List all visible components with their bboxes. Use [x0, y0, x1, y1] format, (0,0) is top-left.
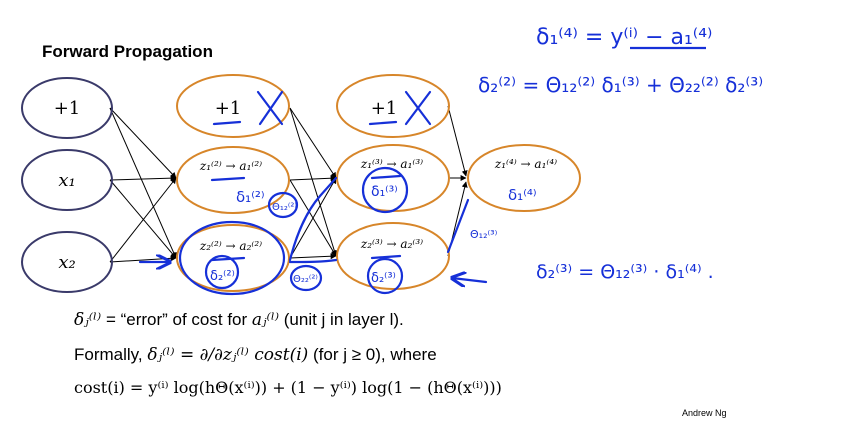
hw-circle-delta-3-1 [361, 166, 409, 214]
hw-circle-theta-2-12 [267, 191, 299, 219]
formally-line: Formally, δⱼ⁽ˡ⁾ = ∂/∂zⱼ⁽ˡ⁾ cost(i) (for … [74, 345, 437, 365]
delta-symbol: δⱼ⁽ˡ⁾ [74, 310, 102, 330]
hw-circle-theta-2-22 [289, 264, 323, 292]
handwritten-annotations [138, 90, 488, 296]
hw-theta-2-12: Θ₁₂⁽²⁾ [272, 202, 297, 213]
bias-2-label: +1 [215, 98, 242, 119]
x1-label: x₁ [58, 170, 75, 191]
delta-definition-line: δⱼ⁽ˡ⁾ = “error” of cost for aⱼ⁽ˡ⁾ (unit … [74, 310, 404, 330]
unit-4-1-label: z₁⁽⁴⁾ → a₁⁽⁴⁾ [494, 157, 557, 171]
delta-def-tail: (unit j in layer l). [283, 310, 404, 329]
hw-delta-4-1: δ₁⁽⁴⁾ [508, 186, 537, 204]
node-a3-2 [336, 222, 450, 290]
hw-delta-3-1: δ₁⁽³⁾ [371, 184, 398, 200]
layer4: z₁⁽⁴⁾ → a₁⁽⁴⁾ [467, 144, 581, 212]
hw-delta-output: δ₁⁽⁴⁾ = y⁽ⁱ⁾ − a₁⁽⁴⁾ [536, 25, 712, 50]
footer-credit: Andrew Ng [682, 408, 727, 418]
node-x2 [21, 231, 113, 293]
hw-link-a4-a3 [446, 198, 470, 254]
hw-link-up [288, 176, 338, 262]
formally-math: δⱼ⁽ˡ⁾ = ∂/∂zⱼ⁽ˡ⁾ cost(i) [147, 345, 309, 365]
layer1: +1 x₁ x₂ [21, 77, 113, 293]
hw-circle-delta-2-2 [204, 254, 240, 290]
node-a2-1 [176, 146, 290, 214]
node-a3-1 [336, 144, 450, 212]
delta-def-unit: aⱼ⁽ˡ⁾ [251, 310, 280, 330]
delta-def-text: = “error” of cost for [105, 310, 248, 329]
unit-2-2-label: z₂⁽²⁾ → a₂⁽²⁾ [199, 239, 262, 253]
edges-l1-l2 [109, 107, 177, 263]
unit-3-2-label: z₂⁽³⁾ → a₂⁽³⁾ [360, 237, 423, 251]
hw-theta-2-22: Θ₂₂⁽²⁾ [293, 274, 318, 285]
edges-l3-l4 [447, 105, 468, 257]
hw-delta-layer2: δ₂⁽²⁾ = Θ₁₂⁽²⁾ δ₁⁽³⁾ + Θ₂₂⁽²⁾ δ₂⁽³⁾ [478, 73, 763, 97]
hw-circle-a2-2 [178, 220, 286, 296]
x2-label: x₂ [58, 252, 75, 273]
hw-delta-2-2: δ₂⁽²⁾ [210, 269, 235, 284]
cost-definition: cost(i) = y⁽ⁱ⁾ log(hΘ(x⁽ⁱ⁾)) + (1 − y⁽ⁱ⁾… [74, 378, 502, 397]
hw-delta-layer3: δ₂⁽³⁾ = Θ₁₂⁽³⁾ · δ₁⁽⁴⁾ . [536, 261, 714, 283]
bias-3-strike [404, 90, 432, 126]
hw-link-flat [288, 258, 338, 264]
handwritten-text: δ₁⁽²⁾ δ₂⁽²⁾ δ₁⁽³⁾ δ₂⁽³⁾ δ₁⁽⁴⁾ Θ₁₂⁽²⁾ Θ₂₂… [210, 25, 763, 286]
node-a4-1 [467, 144, 581, 212]
hw-arrow-into-a3-2 [452, 278, 488, 282]
bias-3-label: +1 [371, 98, 398, 119]
hw-circle-delta-3-2 [366, 257, 404, 295]
node-a2-2 [176, 224, 290, 292]
node-x1 [21, 149, 113, 211]
bias-2-strike [256, 90, 284, 126]
node-bias-1 [21, 77, 113, 139]
edges-l2-l3 [289, 107, 338, 260]
hw-delta-2-1: δ₁⁽²⁾ [236, 188, 265, 206]
hw-delta-3-2: δ₂⁽³⁾ [371, 271, 396, 286]
slide-title: Forward Propagation [42, 42, 213, 61]
unit-3-1-label: z₁⁽³⁾ → a₁⁽³⁾ [360, 157, 423, 171]
node-bias-3 [336, 74, 450, 138]
unit-2-1-label: z₁⁽²⁾ → a₁⁽²⁾ [199, 159, 262, 173]
formally-tail: (for j ≥ 0), where [313, 345, 437, 364]
hw-theta-3-12: Θ₁₂⁽³⁾ [470, 228, 498, 241]
node-bias-2 [176, 74, 290, 138]
bias-1-label: +1 [54, 98, 81, 119]
layer2: +1 z₁⁽²⁾ → a₁⁽²⁾ z₂⁽²⁾ → a₂⁽²⁾ [176, 74, 290, 292]
formally-label: Formally, [74, 345, 143, 364]
